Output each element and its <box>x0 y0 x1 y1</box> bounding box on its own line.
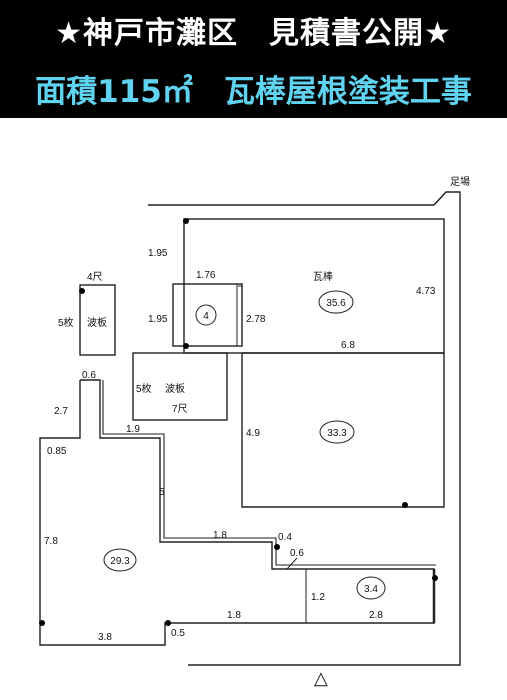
dim-label: 1.95 <box>148 248 168 259</box>
dim-label: 0.5 <box>171 628 185 639</box>
dim-label: 0.6 <box>290 548 304 559</box>
dim-label: 1.95 <box>148 314 168 325</box>
kawara-label: 瓦棒 <box>313 270 333 283</box>
dim-label: 1.8 <box>227 610 241 621</box>
title-location: ★神戸市灘区 見積書公開★ <box>55 16 452 51</box>
roof-section-upper <box>183 218 445 354</box>
scaffold-outline <box>148 191 461 666</box>
dim-label: 3.8 <box>98 632 112 643</box>
dim-label: 5 <box>159 487 165 498</box>
corrugated-panel-left <box>79 284 116 356</box>
dim-label: 1.9 <box>126 424 140 435</box>
dim-label: 1.2 <box>311 592 325 603</box>
area-badge <box>103 548 137 572</box>
dim-label: 0.6 <box>82 370 96 381</box>
panel-count-label: 5枚 <box>136 382 152 395</box>
ashiba-label: 足場 <box>450 175 470 188</box>
roof-plan-diagram: 足場 35.6 33.3 29.3 3.4 4 瓦棒 4尺 5枚 波板 5枚 波… <box>39 175 470 688</box>
roof-section-small <box>172 283 243 347</box>
ashiba-leader <box>433 191 447 206</box>
area-value: 35.6 <box>326 298 346 309</box>
dim-label: 2.78 <box>246 314 266 325</box>
panel-type-label: 波板 <box>87 316 107 329</box>
area-badge <box>318 290 354 314</box>
panel-width-label: 4尺 <box>87 271 103 283</box>
area-value: 3.4 <box>364 584 378 595</box>
dim-label: 6.8 <box>341 340 355 351</box>
dim-label: 4.73 <box>416 286 436 297</box>
dim-label: 1.76 <box>196 270 216 281</box>
area-value: 29.3 <box>110 556 130 567</box>
roof-section-lower-right <box>241 352 445 508</box>
panel-count-label: 5枚 <box>58 316 74 329</box>
area-badge <box>319 420 355 444</box>
corrugated-panel-center <box>132 352 228 421</box>
dim-label: 2.8 <box>369 610 383 621</box>
dim-label: 7.8 <box>44 536 58 547</box>
dim-label: 4.9 <box>246 428 260 439</box>
dim-label: 0.4 <box>278 532 292 543</box>
panel-width-label: 7尺 <box>172 403 188 415</box>
area-value: 33.3 <box>327 428 347 439</box>
area-value: 4 <box>203 311 209 322</box>
title-project: 面積115㎡ 瓦棒屋根塗装工事 <box>35 74 472 110</box>
header-banner: ★神戸市灘区 見積書公開★ 面積115㎡ 瓦棒屋根塗装工事 <box>0 0 507 118</box>
dim-label: 0.85 <box>47 446 67 457</box>
dim-label: 2.7 <box>54 406 68 417</box>
roof-section-lower-left <box>39 379 435 646</box>
panel-type-label: 波板 <box>165 382 185 395</box>
area-badge <box>356 576 386 600</box>
area-badge <box>195 304 217 326</box>
dim-label: 1.8 <box>213 530 227 541</box>
front-mark: △ <box>314 668 328 688</box>
